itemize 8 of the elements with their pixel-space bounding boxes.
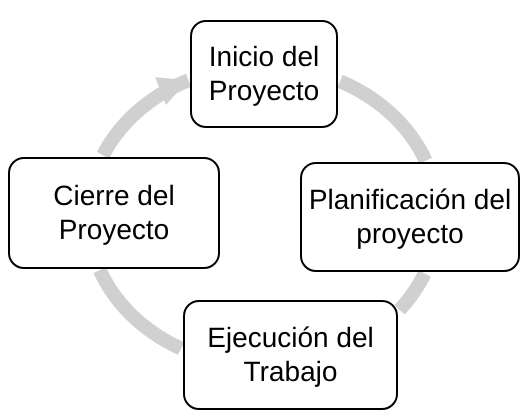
- box-label: Ejecución del Trabajo: [206, 321, 375, 389]
- box-label: Cierre del Proyecto: [52, 179, 176, 247]
- process-box: [8, 157, 220, 269]
- box-label: Planificación del proyecto: [308, 183, 512, 251]
- process-box: [300, 162, 520, 272]
- box-label: Inicio del Proyecto: [208, 40, 320, 108]
- process-box: [183, 300, 398, 410]
- process-box: [190, 20, 338, 128]
